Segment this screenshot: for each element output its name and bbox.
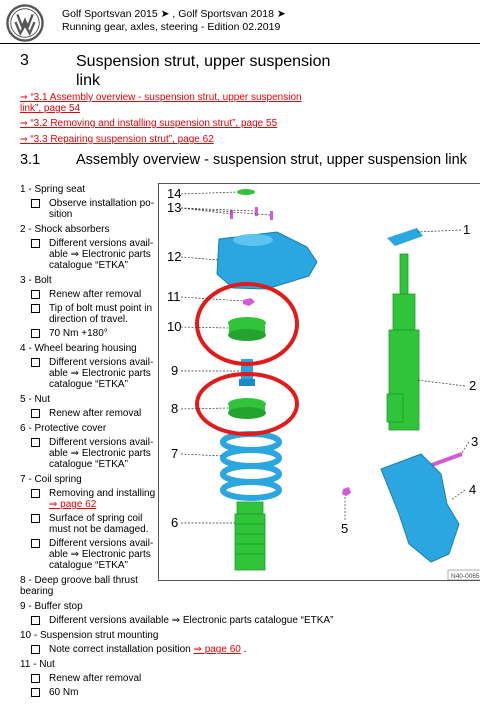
part-note: Renew after removal — [31, 408, 160, 419]
part-heading: 10 - Suspension strut mounting — [20, 630, 159, 641]
part-heading: 4 - Wheel bearing housing — [20, 343, 137, 354]
part-5-nut — [342, 487, 351, 496]
part-note: Different versions avail-able ⇒ Electron… — [31, 538, 160, 571]
callout-9: 9 — [171, 363, 178, 378]
parts-list: 1 - Spring seat Observe installation po-… — [20, 184, 333, 700]
part-heading: 3 - Bolt — [20, 275, 52, 286]
link-assembly-overview[interactable]: ⇒ “3.1 Assembly overview - suspension st… — [20, 92, 302, 114]
section-number: 3.1 — [20, 152, 41, 168]
part-4-wheel-bearing-housing — [380, 453, 460, 563]
checkbox-icon — [31, 674, 40, 683]
callout-11: 11 — [167, 289, 181, 304]
callout-12: 12 — [167, 249, 181, 264]
part-note: 70 Nm +180° — [31, 328, 160, 339]
callout-2: 2 — [469, 378, 476, 393]
part-note: 60 Nm — [31, 687, 160, 698]
exploded-view-figure: 14 13 12 11 10 9 8 7 6 1 2 3 4 5 N40-006… — [158, 183, 480, 581]
highlight-circle — [195, 282, 299, 366]
part-13-bolts — [230, 207, 273, 220]
callout-10: 10 — [167, 319, 181, 334]
part-heading: 1 - Spring seat — [20, 184, 86, 195]
checkbox-icon — [31, 616, 40, 625]
checkbox-icon — [31, 514, 40, 523]
callout-14: 14 — [167, 186, 181, 201]
callout-5: 5 — [341, 521, 348, 536]
callout-8: 8 — [171, 401, 178, 416]
checkbox-icon — [31, 489, 40, 498]
link-repairing[interactable]: ⇒ “3.3 Repairing suspension strut”, page… — [20, 134, 214, 145]
checkbox-icon — [31, 645, 40, 654]
part-heading: 11 - Nut — [20, 659, 55, 670]
checkbox-icon — [31, 239, 40, 248]
part-heading: 9 - Buffer stop — [20, 601, 83, 612]
part-2-shock-absorber — [386, 253, 420, 431]
part-10-mounting — [228, 317, 266, 341]
checkbox-icon — [31, 409, 40, 418]
part-note: Different versions avail-able ⇒ Electron… — [31, 357, 160, 390]
part-heading: 7 - Coil spring — [20, 474, 82, 485]
part-heading: 2 - Shock absorbers — [20, 224, 110, 235]
part-note: Note correct installation position ⇒ pag… — [31, 644, 480, 655]
part-1-spring-seat — [387, 228, 423, 246]
part-note: Renew after removal — [31, 673, 160, 684]
checkbox-icon — [31, 290, 40, 299]
header-line-2: Running gear, axles, steering - Edition … — [62, 21, 281, 33]
checkbox-icon — [31, 199, 40, 208]
chapter-title: Suspension strut, upper suspension link — [76, 53, 331, 89]
part-heading: 6 - Protective cover — [20, 423, 107, 434]
checkbox-icon — [31, 329, 40, 338]
callout-6: 6 — [171, 515, 178, 530]
header-divider — [0, 43, 480, 44]
part-note: Different versions available ⇒ Electroni… — [31, 615, 480, 626]
callout-13: 13 — [167, 200, 181, 215]
highlight-circle — [195, 372, 299, 436]
header-line-1: Golf Sportsvan 2015 ➤ , Golf Sportsvan 2… — [62, 8, 286, 20]
part-note: Different versions avail-able ⇒ Electron… — [31, 238, 160, 271]
checkbox-icon — [31, 358, 40, 367]
checkbox-icon — [31, 688, 40, 697]
section-title: Assembly overview - suspension strut, up… — [76, 152, 467, 168]
part-note: Renew after removal — [31, 289, 160, 300]
page-link[interactable]: ⇒ page 62 — [49, 499, 97, 510]
part-8-bearing — [228, 398, 266, 419]
figure-ref-code: N40-0065 — [451, 573, 480, 580]
checkbox-icon — [31, 304, 40, 313]
part-3-bolt — [428, 452, 463, 468]
part-12-cover — [216, 231, 318, 290]
callout-4: 4 — [469, 482, 476, 497]
part-14-cap — [237, 189, 255, 195]
callout-leaders — [180, 191, 470, 524]
page-link[interactable]: ⇒ page 60 — [193, 644, 241, 655]
callout-1: 1 — [463, 222, 470, 237]
callout-7: 7 — [171, 446, 178, 461]
part-heading: 5 - Nut — [20, 394, 51, 405]
part-7-coil-spring — [220, 431, 282, 501]
checkbox-icon — [31, 438, 40, 447]
part-note: Observe installation po-sition — [31, 198, 160, 220]
part-note: Removing and installing⇒ page 62 — [31, 488, 160, 510]
part-11-nut — [243, 298, 255, 306]
callout-3: 3 — [471, 434, 478, 449]
part-note: Different versions avail-able ⇒ Electron… — [31, 437, 160, 470]
exploded-view-drawing: 14 13 12 11 10 9 8 7 6 1 2 3 4 5 N40-006… — [167, 186, 480, 580]
chapter-number: 3 — [20, 52, 29, 69]
part-6-protective-boot — [234, 501, 266, 571]
vw-logo-icon — [6, 4, 44, 42]
checkbox-icon — [31, 539, 40, 548]
link-removing-installing[interactable]: ⇒ “3.2 Removing and installing suspensio… — [20, 118, 278, 129]
